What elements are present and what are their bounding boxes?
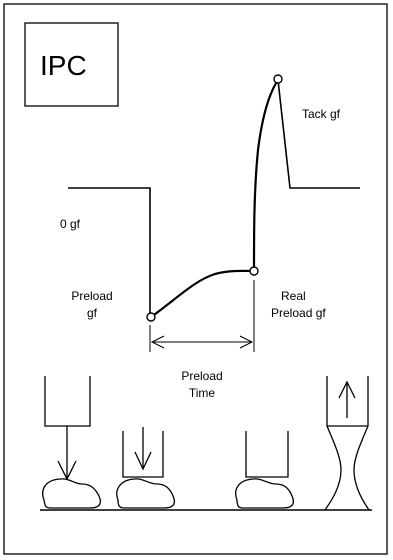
stage-approach	[42, 376, 102, 509]
arrowhead-down-icon-2	[134, 451, 152, 471]
preload-gf-label-line2: gf	[87, 306, 98, 320]
sample-blob-approach	[42, 478, 102, 509]
dimension-arrowhead-right	[239, 335, 254, 349]
arrowhead-up-icon	[338, 380, 356, 399]
preload-time-dimension	[149, 280, 255, 352]
probe-approach	[44, 376, 91, 427]
tack-peak-marker	[273, 74, 283, 84]
preload-rise-curve	[150, 269, 255, 318]
ipc-box-label: IPC	[40, 50, 87, 81]
probe-dwell	[245, 431, 289, 478]
tack-rise-curve	[252, 79, 279, 272]
tack-drop-segment	[277, 79, 360, 189]
probe-pull-off	[326, 376, 369, 427]
zero-gf-label: 0 gf	[60, 217, 81, 231]
real-preload-label-line2: Preload gf	[271, 306, 326, 320]
real-preload-marker	[249, 266, 259, 276]
stage-pull-off	[324, 376, 370, 511]
preload-time-label-line2: Time	[189, 386, 216, 400]
force-curve	[68, 79, 360, 318]
stage-contact	[116, 427, 176, 509]
stretched-sample-filament	[324, 425, 370, 511]
real-preload-label-line1: Real	[281, 289, 306, 303]
preload-min-marker	[146, 312, 156, 322]
baseline-zero-segment	[68, 187, 151, 317]
ipc-box	[24, 22, 119, 107]
tack-gf-label: Tack gf	[302, 107, 341, 121]
sample-blob-contact	[116, 478, 176, 509]
preload-time-label-line1: Preload	[181, 369, 222, 383]
probe-contact	[122, 431, 164, 478]
stage-dwell	[235, 431, 295, 509]
sample-blob-dwell	[235, 478, 295, 509]
dimension-arrowhead-left	[150, 335, 165, 349]
preload-gf-label-line1: Preload	[71, 289, 112, 303]
outer-frame	[3, 3, 388, 555]
